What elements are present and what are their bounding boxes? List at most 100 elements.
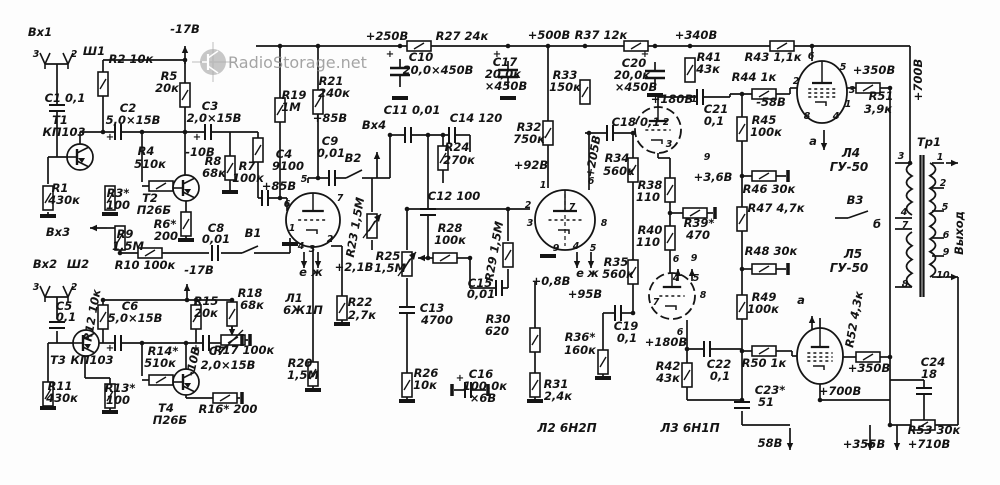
arrow-head (183, 284, 191, 291)
junction-dot (183, 340, 189, 346)
component-label: +355В (843, 437, 886, 451)
component-label: R23 1,5М (343, 196, 367, 259)
component-label: В1 (245, 226, 262, 240)
arrow-head (228, 329, 236, 336)
component-label: 3 (898, 151, 905, 162)
component-label: ж (310, 265, 323, 279)
component-label: 6 (588, 176, 595, 187)
component-label: R24 (445, 140, 470, 154)
component-label: 7 (653, 297, 660, 308)
component-label: R28 (438, 221, 463, 235)
component-label: С10 (409, 50, 433, 64)
component-label: С14 120 (450, 111, 502, 125)
resistor-mark (144, 249, 156, 257)
component-label: 430к (45, 391, 79, 405)
arrow-head (373, 152, 381, 159)
component-label: R42 (656, 359, 681, 373)
component-label: Вх3 (46, 225, 70, 239)
junction-dot (277, 43, 283, 49)
component-label: R52 4,3к (842, 289, 866, 349)
transistor-arrow (184, 189, 191, 194)
component-label: 1 (937, 152, 944, 163)
arrow-head (893, 443, 901, 450)
component-label: 3 (33, 282, 40, 293)
resistor-mark (758, 265, 770, 273)
component-label: R44 1к (732, 70, 778, 84)
component-label: 1 (845, 99, 852, 110)
junction-dot (139, 340, 145, 346)
component-label: +2,1В (335, 260, 374, 274)
component-label: 10 (936, 270, 950, 281)
transistor-lead (182, 371, 196, 379)
component-label: +3,6В (694, 170, 733, 184)
resistor-mark (666, 184, 674, 196)
component-label: Л4 (841, 146, 860, 160)
component-label: 20,0×450В (403, 63, 474, 77)
component-label: R5 (161, 69, 178, 83)
component-label: R1 (52, 181, 69, 195)
component-label: 100 (106, 393, 130, 407)
component-label: 750к (513, 132, 546, 146)
component-label: С16 (469, 367, 493, 381)
component-label: ×6В (470, 391, 497, 405)
switch-lever (345, 169, 363, 179)
arrow-head (866, 443, 874, 450)
component-label: R46 30к (743, 182, 797, 196)
resistor-mark (439, 152, 447, 164)
component-label: 6 (677, 327, 684, 338)
junction-dot (467, 255, 473, 261)
tube-cathode (306, 229, 318, 234)
resistor-mark (666, 232, 674, 244)
component-label: +205В (582, 134, 603, 178)
tube-cathode (815, 101, 827, 106)
transistor-lead (76, 160, 90, 168)
component-label: С4 (276, 147, 292, 161)
component-label: 1М (281, 100, 301, 114)
component-label: R38 (638, 178, 663, 192)
component-label: 20к (194, 306, 219, 320)
arrow-head (820, 143, 828, 150)
resistor-mark (738, 213, 746, 225)
component-label: 7 (902, 220, 909, 231)
component-label: Т3 (50, 353, 66, 367)
component-label: 9 (943, 247, 950, 258)
component-label: R26 (414, 366, 439, 380)
component-label: R50 1к (742, 356, 788, 370)
jack-prong (44, 52, 51, 65)
component-label: 110 (636, 190, 660, 204)
resistor-mark (599, 356, 607, 368)
component-label: 43к (655, 371, 681, 385)
resistor-mark (309, 368, 317, 380)
component-label: ГУ-50 (830, 160, 869, 174)
resistor-mark (531, 334, 539, 346)
component-label: а (797, 293, 805, 307)
component-label: 18 (921, 367, 937, 381)
resistor-mark (758, 90, 770, 98)
resistor-mark (689, 209, 701, 217)
component-label: R41 (697, 50, 722, 64)
component-label: С2 (120, 101, 136, 115)
arrow-head (808, 316, 816, 323)
component-label: 8 (700, 290, 707, 301)
component-label: +85В (262, 179, 297, 193)
component-label: 4 (832, 111, 840, 122)
junction-dot (100, 297, 106, 303)
component-label: Л5 (843, 247, 862, 261)
component-label: R4 (138, 144, 155, 158)
jack-prong (62, 52, 69, 65)
component-label: 2 (71, 49, 78, 60)
component-label: + (106, 343, 114, 354)
component-label: Л2 6Н2П (536, 421, 596, 435)
component-label: 9 (553, 243, 560, 254)
transformer-winding (905, 231, 914, 288)
resistor-mark (99, 78, 107, 90)
resistor-mark (338, 302, 346, 314)
resistor-mark (917, 421, 929, 429)
component-label: 100 (106, 198, 130, 212)
component-label: 5 (840, 62, 847, 73)
component-label: R48 30к (745, 244, 799, 258)
junction-dot (387, 132, 393, 138)
resistor-mark (106, 192, 114, 204)
component-label: 0,01 (317, 146, 345, 160)
component-label: R18 (238, 286, 263, 300)
